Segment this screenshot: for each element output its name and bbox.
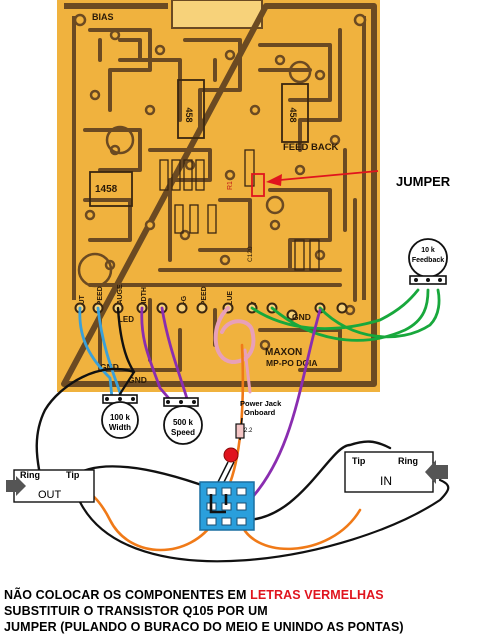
board-label-r1: R1: [227, 181, 234, 190]
jack-out: Ring Tip OUT: [6, 469, 95, 503]
board-label-gnd-left2: GND: [128, 375, 147, 385]
note-line-1: NÃO COLOCAR OS COMPONENTES EM LETRAS VER…: [4, 588, 384, 602]
pot-width-name: Width: [109, 423, 131, 432]
board-label-maxon: MAXON: [265, 347, 302, 358]
board-label-gnd-right: GND: [292, 312, 311, 322]
pad-label: GAUGE: [117, 284, 124, 310]
wire-purple: [140, 306, 174, 404]
jumper-arrow-shaft: [279, 170, 379, 181]
pot-speed-value: 500 k: [173, 418, 194, 427]
note-line-3: JUMPER (PULANDO O BURACO DO MEIO E UNIND…: [4, 620, 404, 634]
pad: [196, 302, 208, 314]
wire-purple: [248, 308, 322, 502]
jack-out-name: OUT: [38, 489, 62, 501]
wire-green: [318, 288, 441, 339]
pad-label: SPEED: [201, 286, 208, 310]
wire-blue: [78, 306, 114, 400]
board-label-c120: C120: [247, 246, 254, 262]
board-label-gnd-left: GND: [100, 362, 119, 372]
pad: [336, 302, 348, 314]
jumper-callout: JUMPER: [251, 170, 451, 197]
pot-width-value: 100 k: [110, 413, 131, 422]
capacitor-c3: [288, 60, 312, 84]
jumper-arrow-head: [266, 174, 282, 186]
jack-in: Tip Ring IN: [344, 451, 448, 493]
pad-label: BLUE: [227, 291, 234, 310]
jack-in-ring: Ring: [398, 456, 418, 466]
pot-feedback: 10 k Feedback: [408, 238, 448, 285]
pcb-resistor-outlines: [159, 149, 320, 271]
pcb-capacitors: [77, 60, 312, 288]
wire-purple: [160, 306, 190, 404]
wire-pink: [213, 306, 256, 364]
power-jack-label-line2: Onboard: [244, 408, 276, 417]
pcb-traces: [83, 28, 357, 372]
pad-label: P+G: [181, 295, 188, 310]
pcb-ics: [89, 79, 309, 207]
note-line-2: SUBSTITUIR O TRANSISTOR Q105 POR UM: [4, 604, 268, 618]
wire-black: [243, 440, 392, 522]
jumper-highlight: [251, 173, 265, 197]
board-label-model: MP-PO DOIA: [266, 358, 317, 368]
note-line-1-red: LETRAS VERMELHAS: [250, 588, 384, 602]
wire-blue: [96, 306, 124, 400]
resistor-label: 2.2: [244, 428, 253, 434]
jack-out-ring: Ring: [20, 470, 40, 480]
pad-label: OUT: [79, 295, 86, 311]
ic-left-outline: [89, 171, 133, 207]
pot-speed-name: Speed: [171, 428, 195, 437]
wire-orange: [80, 486, 217, 552]
pad: [286, 309, 298, 321]
wire-green: [250, 288, 420, 330]
pot-feedback-name: Feedback: [412, 257, 444, 264]
pcb-border-trace: [61, 3, 377, 387]
pot-feedback-value: 10 k: [421, 247, 435, 254]
note-line-1-prefix: NÃO COLOCAR OS COMPONENTES EM: [4, 588, 251, 602]
board-label-feedback: FEED BACK: [283, 142, 339, 153]
board-label-bias: BIAS: [92, 12, 114, 22]
power-jack-label-line1: Power Jack: [240, 399, 282, 408]
ic-label-right: 458: [288, 107, 298, 122]
pad-label: WIDTH: [141, 287, 148, 310]
ic-label-left: 1458: [95, 184, 118, 195]
capacitor-c1: [105, 125, 135, 155]
pot-width: 100 k Width: [101, 394, 139, 439]
pcb-board: BIAS FEED BACK 1458 458 458 R1 C120 MAXO…: [57, 0, 380, 392]
pad-label: SPEED: [97, 286, 104, 310]
wire-black-gnd: [35, 306, 136, 478]
jack-in-arrow-icon: [425, 460, 448, 484]
jack-out-arrow-icon: [6, 476, 26, 496]
wire-orange: [238, 508, 362, 551]
ic-label-mid: 458: [184, 107, 194, 122]
resistor: 2.2: [235, 417, 253, 441]
jack-in-tip: Tip: [352, 456, 366, 466]
ic-right-outline: [281, 83, 309, 143]
board-label-led: LED: [118, 315, 134, 324]
jack-in-name: IN: [380, 474, 392, 488]
pcb-inner-trace: [72, 16, 366, 300]
footswitch-3pdt: [199, 481, 255, 531]
ic-mid-outline: [177, 79, 205, 139]
jack-out-tip: Tip: [66, 470, 80, 480]
pcb-top-cutout: [171, 0, 263, 29]
jumper-label: JUMPER: [396, 174, 451, 189]
wire-black: [78, 478, 450, 563]
wire-pink: [243, 348, 252, 394]
pad: [176, 302, 188, 314]
capacitor-c4: [265, 195, 285, 215]
pot-speed: 500 k Speed: [163, 397, 203, 445]
capacitor-c2: [77, 252, 113, 288]
